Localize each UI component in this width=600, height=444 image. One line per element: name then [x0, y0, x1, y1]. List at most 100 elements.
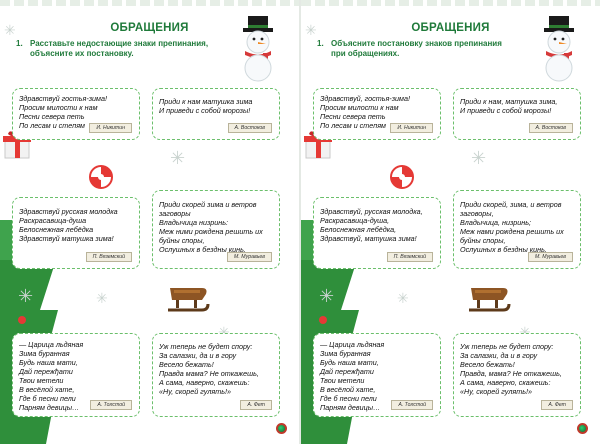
snowflake-icon: ✳	[18, 286, 34, 307]
poem-line: «Ну, скорей гулять!»	[159, 387, 231, 396]
poem-card: Приди к нам матушка зима И приведи с соб…	[152, 88, 280, 140]
poem-card: Здравствуй русская молодка Раскрасавица-…	[12, 197, 140, 269]
poem-line: Приди к нам матушка зима	[159, 97, 253, 106]
poem-line: — Царица льдяная	[320, 340, 385, 349]
poem-line: Где б песни пели	[19, 394, 76, 403]
poem-line: «Ну, скорей гулять!»	[460, 387, 532, 396]
top-decor-strip	[0, 0, 299, 6]
snowflake-icon: ✳	[170, 148, 186, 169]
poem-line: — Царица льдяная	[19, 340, 84, 349]
poem-line: Ослушных в бездны кинь.	[460, 245, 547, 254]
poem-lines: Здравствуй гостья-зима! Просим милости к…	[19, 94, 135, 130]
poem-line: Уж теперь не будет спору:	[159, 342, 253, 351]
poem-author: А. Фет	[240, 400, 272, 410]
poem-line: Здравствуй, русская молодка,	[320, 207, 423, 216]
ornament-icon	[276, 423, 287, 434]
poem-lines: Здравствуй, русская молодка, Раскрасавиц…	[320, 207, 436, 243]
poem-line: заговоры,	[460, 209, 494, 218]
poem-lines: — Царица льдяная Зима буранная Будь наша…	[320, 340, 436, 412]
left-page: ОБРАЩЕНИЯ 1. Расставьте недостающие знаки…	[0, 0, 299, 444]
poem-line: Здравствуй матушка зима!	[19, 234, 114, 243]
poem-card: Здравствуй, русская молодка, Раскрасавиц…	[313, 197, 441, 269]
page-title: ОБРАЩЕНИЯ	[411, 22, 490, 34]
poem-line: Просим милости к нам	[320, 103, 399, 112]
poem-line: Приди скорей зима и ветров	[159, 200, 257, 209]
snowman-icon	[544, 16, 574, 82]
poem-card: Здравствуй гостья-зима! Просим милости к…	[12, 88, 140, 140]
poem-card: Приди скорей зима и ветров заговоры Влад…	[152, 190, 280, 269]
poem-author: П. Вяземский	[85, 252, 132, 262]
poem-line: Просим милости к нам	[19, 103, 98, 112]
candy-icon	[390, 165, 414, 189]
poem-line: Весело бежать!	[460, 360, 515, 369]
poem-line: Здравствуй, матушка зима!	[320, 234, 417, 243]
poem-card: Уж теперь не будет спору: За салазки, да…	[453, 333, 581, 417]
poem-line: Парням девицы…	[320, 403, 381, 412]
task-instruction: 1. Расставьте недостающие знаки препинани…	[16, 39, 216, 59]
poem-author: И. Никитин	[89, 123, 132, 133]
poem-author: А. Толстой	[391, 400, 433, 410]
task-text: Расставьте недостающие знаки препинания,…	[30, 39, 209, 58]
poem-line: За салазки, да и в гору	[460, 351, 538, 360]
page-title: ОБРАЩЕНИЯ	[110, 22, 189, 34]
poem-line: Дай пережђати	[19, 367, 73, 376]
poem-line: Песни севера петь	[19, 112, 85, 121]
right-page: ОБРАЩЕНИЯ 1. Объясните постановку знаков …	[301, 0, 600, 444]
poem-line: По лесам и степям	[320, 121, 386, 130]
poem-line: Зима буранная	[19, 349, 70, 358]
poem-line: Твои метели	[320, 376, 365, 385]
poem-lines: Приди скорей, зима, и ветров заговоры, В…	[460, 200, 576, 254]
task-text: Объясните постановку знаков препинания п…	[331, 39, 502, 58]
poem-line: Здравствуй, гостья-зима!	[320, 94, 410, 103]
poem-line: Уж теперь не будет спору:	[460, 342, 554, 351]
poem-line: Твои метели	[19, 376, 64, 385]
poem-card: Приди скорей, зима, и ветров заговоры, В…	[453, 190, 581, 269]
poem-line: буйны споры,	[159, 236, 205, 245]
poem-line: Правда мама? Не откажешь,	[159, 369, 259, 378]
sled-icon	[168, 288, 210, 312]
poem-line: А сама, наверно, скажешь:	[159, 378, 250, 387]
poem-line: Раскрасавица-душа	[19, 216, 87, 225]
poem-line: Будь наша мати,	[19, 358, 78, 367]
poem-line: Зима буранная	[320, 349, 371, 358]
snowman-icon	[243, 16, 273, 82]
poem-line: По лесам и степям	[19, 121, 85, 130]
poem-line: Здравствуй гостья-зима!	[19, 94, 107, 103]
poem-card: — Царица льдяная Зима буранная Будь наша…	[313, 333, 441, 417]
poem-lines: Уж теперь не будет спору: За салазки, да…	[159, 342, 275, 396]
snowflake-icon: ✳	[305, 23, 317, 39]
poem-line: И приведи с собой морозы!	[159, 106, 251, 115]
poem-author: А. Востоков	[528, 123, 573, 133]
poem-line: Белоснежная лебёдка,	[320, 225, 397, 234]
poem-card: Приди к нам, матушка зима, И приведи с с…	[453, 88, 581, 140]
ornament-icon	[577, 423, 588, 434]
page-divider	[299, 0, 301, 444]
snowflake-icon: ✳	[397, 291, 409, 307]
poem-line: Весело бежать!	[159, 360, 214, 369]
poem-line: А сама, наверно, скажешь:	[460, 378, 551, 387]
task-number: 1.	[16, 39, 23, 48]
poem-author: А. Толстой	[90, 400, 132, 410]
poem-line: Белоснежная лебёдка	[19, 225, 94, 234]
poem-line: Приди к нам, матушка зима,	[460, 97, 558, 106]
poem-author: А. Фет	[541, 400, 573, 410]
poem-line: И приведи с собой морозы!	[460, 106, 552, 115]
poem-author: М. Муравьев	[528, 252, 573, 262]
task-instruction: 1. Объясните постановку знаков препинания…	[317, 39, 517, 59]
task-number: 1.	[317, 39, 324, 48]
poem-line: Раскрасавица-душа,	[320, 216, 390, 225]
top-decor-strip	[301, 0, 600, 6]
poem-line: Песни севера петь	[320, 112, 386, 121]
poem-line: Владычица, низринь;	[460, 218, 532, 227]
poem-lines: Приди скорей зима и ветров заговоры Влад…	[159, 200, 275, 254]
poem-card: Здравствуй, гостья-зима! Просим милости …	[313, 88, 441, 140]
poem-lines: Приди к нам матушка зима И приведи с соб…	[159, 97, 275, 115]
poem-line: Будь наша мати,	[320, 358, 379, 367]
poem-author: И. Никитин	[390, 123, 433, 133]
poem-lines: Приди к нам, матушка зима, И приведи с с…	[460, 97, 576, 115]
sled-icon	[469, 288, 511, 312]
poem-line: Дай пережђати	[320, 367, 374, 376]
poem-line: В весёлой хате,	[19, 385, 75, 394]
poem-line: Где б песни пели	[320, 394, 377, 403]
poem-author: А. Востоков	[227, 123, 272, 133]
